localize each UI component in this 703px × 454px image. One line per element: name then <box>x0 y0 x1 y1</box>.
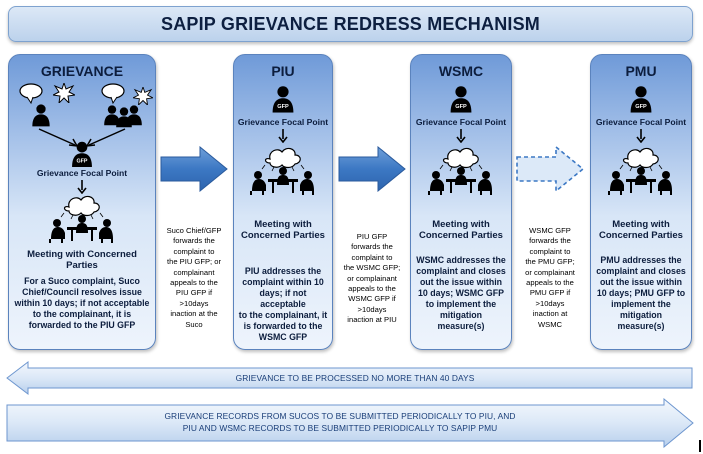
down-arrow-icon <box>77 180 87 194</box>
meeting-icon <box>47 193 117 243</box>
column-heading: GRIEVANCE <box>40 63 124 79</box>
page-title: SAPIP GRIEVANCE REDRESS MECHANISM <box>161 13 540 34</box>
gfp-person-icon: GFP <box>272 86 294 113</box>
gfp-badge: GFP <box>455 104 467 110</box>
complaint-burst-icon <box>133 87 153 105</box>
column-description: WSMC addresses the complaint and closes … <box>416 255 506 331</box>
column-wsmc: WSMC GFP Grievance Focal Point Meeting w… <box>410 54 512 350</box>
gfp-person-icon: GFP <box>630 86 652 113</box>
complainant-left-icon <box>19 83 50 127</box>
meeting-label: Meeting with Concerned Parties <box>241 219 325 241</box>
meeting-icon <box>248 145 318 195</box>
gfp-person-icon: GFP <box>72 141 92 167</box>
column-heading: PMU <box>625 63 657 79</box>
gfp-badge: GFP <box>635 104 647 110</box>
records-banner-text: GRIEVANCE RECORDS FROM SUCOS TO BE SUBMI… <box>164 411 516 433</box>
column-description: For a Suco complaint, Suco Chief/Council… <box>14 276 150 330</box>
gfp-badge: GFP <box>277 104 289 110</box>
gfp-person-icon: GFP <box>450 86 472 113</box>
flow-arrow-1 <box>160 146 228 192</box>
column-description: PMU addresses the complaint and closes o… <box>596 255 686 331</box>
column-pmu: PMU GFP Grievance Focal Point Meeting wi… <box>590 54 692 350</box>
column-grievance: GRIEVANCE GFP Grievance Focal Point Meet… <box>8 54 156 350</box>
meeting-icon <box>426 145 496 195</box>
gfp-label: Grievance Focal Point <box>237 117 329 127</box>
column-heading: WSMC <box>438 63 484 79</box>
complainant-group-icon <box>101 83 142 128</box>
records-arrow <box>6 398 694 448</box>
column-piu: PIU GFP Grievance Focal Point Meeting wi… <box>233 54 333 350</box>
column-heading: PIU <box>271 63 295 79</box>
meeting-icon <box>606 145 676 195</box>
flow-arrow-2 <box>338 146 406 192</box>
timeline-arrow <box>6 360 693 396</box>
gfp-label: Grievance Focal Point <box>595 117 687 127</box>
flow-arrow-3 <box>516 146 584 192</box>
column-description: PIU addresses the complaint within 10 da… <box>238 266 328 342</box>
gfp-badge: GFP <box>77 158 88 164</box>
gfp-label: Grievance Focal Point <box>36 168 128 178</box>
down-arrow-icon <box>456 129 466 143</box>
meeting-label: Meeting with Concerned Parties <box>27 249 137 271</box>
edge-mark <box>699 440 701 452</box>
meeting-label: Meeting with Concerned Parties <box>599 219 683 241</box>
complaint-burst-icon <box>53 83 75 103</box>
down-arrow-icon <box>636 129 646 143</box>
down-arrow-icon <box>278 129 288 143</box>
meeting-label: Meeting with Concerned Parties <box>419 219 503 241</box>
title-banner: SAPIP GRIEVANCE REDRESS MECHANISM <box>8 6 693 42</box>
gfp-label: Grievance Focal Point <box>415 117 507 127</box>
timeline-banner-text: GRIEVANCE TO BE PROCESSED NO MORE THAN 4… <box>235 373 475 383</box>
